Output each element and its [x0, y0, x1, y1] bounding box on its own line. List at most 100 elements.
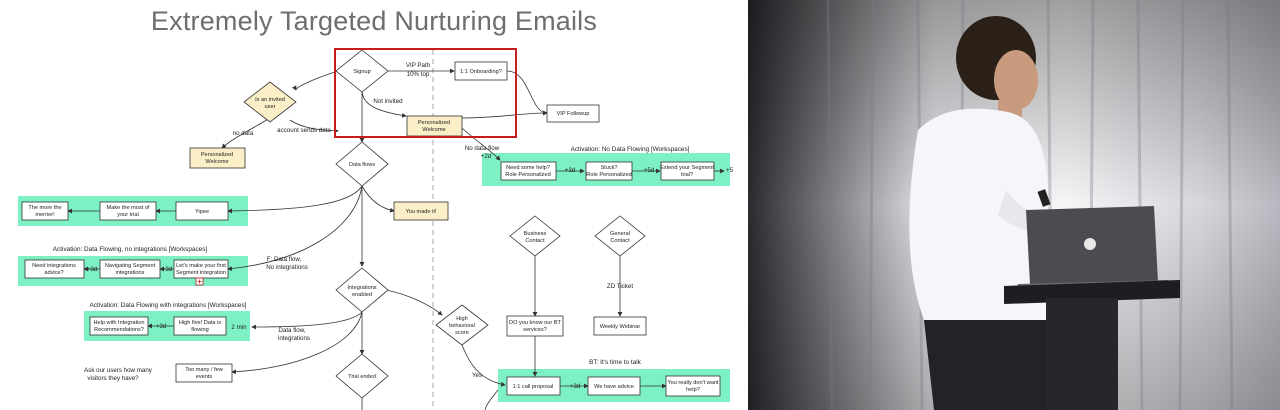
invited-text-2: user: [265, 104, 276, 110]
weekly-webinar-box: [593, 316, 647, 336]
too-many-text-1: Too many / few: [185, 367, 224, 373]
invited-diamond: [243, 81, 297, 123]
band-title-with-integrations: Activation: Data Flowing with integratio…: [90, 302, 247, 309]
personalized-welcome-box: [189, 147, 246, 169]
onboarding-text: 1:1 Onboarding?: [460, 69, 502, 75]
boxes: [21, 61, 721, 397]
really-dont-text-2: help?: [686, 387, 700, 393]
vip-path-label-2: 10% top: [407, 71, 430, 78]
navigating-box: [99, 259, 161, 279]
integrations-enabled-diamond: [335, 267, 389, 313]
delay-label-3d-a: +3d: [565, 167, 576, 174]
invited-text-1: Is an invited: [255, 97, 285, 103]
band-title-bt: BT: It's time to talk: [589, 359, 641, 366]
zd-ticket-label: ZD Ticket: [607, 283, 633, 290]
need-help-text-1: Need some help?: [506, 165, 550, 171]
high-five-text-1: High five! Data is: [179, 320, 221, 326]
highlight-frame: [334, 48, 517, 138]
high-score-text-1: High: [456, 316, 468, 322]
weekly-webinar-text: Weekly Webinar: [600, 324, 641, 330]
welcome-text-1: Personalized: [418, 120, 450, 126]
need-int-text-2: advice?: [44, 270, 63, 276]
delay-label-5d: +5d: [644, 167, 655, 174]
not-invited-label: Not invited: [373, 98, 403, 105]
stuck-text-1: Stuck?: [600, 165, 617, 171]
data-flow-int-label-1: Data flow,: [278, 327, 305, 334]
stuck-text-2: Role Personalized: [586, 172, 631, 178]
call-proposal-text: 1:1 call proposal: [513, 384, 554, 390]
do-you-know-box: [506, 315, 564, 337]
ask-users-label-1: Ask our users how many: [84, 367, 153, 374]
lets-make-text-1: Let's make your first: [176, 263, 226, 269]
stage-photo: [748, 0, 1280, 410]
delay-label-3d-c: +3d: [162, 266, 173, 273]
int-enabled-text-1: Integrations: [347, 285, 376, 291]
help-int-text-2: Recommendations?: [94, 327, 144, 333]
nav-seg-text-2: integrations: [116, 270, 145, 276]
onboarding-box: [454, 61, 508, 81]
presenter: [909, 16, 1058, 410]
really-dont-box: [665, 375, 721, 397]
business-text-2: Contact: [525, 238, 545, 244]
trial-ended-diamond: [335, 353, 389, 399]
delay-label-3d-b: +3d: [87, 266, 98, 273]
presentation-slide: Extremely Targeted Nurturing Emails Acti…: [0, 0, 748, 410]
delay-label-3d-e: +3d: [570, 383, 581, 390]
welcome-box: [406, 115, 463, 137]
podium: [1004, 280, 1180, 410]
signup-diamond: [335, 49, 389, 93]
nav-seg-text-1: Navigating Segment: [105, 263, 156, 269]
f-data-flow-label-1: F: Data flow,: [267, 256, 302, 263]
ask-users-label-2: visitors they have?: [87, 375, 139, 382]
general-text-2: Contact: [610, 238, 630, 244]
we-have-advice-box: [587, 376, 641, 396]
delay-label-3d-d: +3d: [156, 323, 167, 330]
yes-label: Yes: [472, 372, 482, 379]
band-title-no-data: Activation: No Data Flowing [Workspaces]: [571, 146, 690, 153]
high-five-text-2: flowing: [191, 327, 208, 333]
really-dont-text-1: You really don't want: [667, 380, 719, 386]
int-enabled-text-2: enabled: [352, 292, 372, 298]
lets-make-text-2: Segment integration: [176, 270, 226, 276]
no-data-label: no data: [233, 130, 254, 137]
you-made-it-text: You made it!: [406, 209, 437, 215]
laptop: [1014, 206, 1172, 294]
band-title-no-integrations: Activation: Data Flowing, no integration…: [53, 246, 208, 253]
delay-label-5: +5: [726, 167, 734, 174]
general-text-1: General: [610, 231, 630, 237]
do-you-know-text-2: services?: [523, 327, 547, 333]
business-contact-diamond: [509, 215, 561, 257]
edges: [67, 68, 725, 410]
vip-followup-box: [546, 104, 600, 123]
welcome-text-2: Welcome: [422, 127, 445, 133]
data-flows-diamond: [335, 141, 389, 187]
high-score-diamond: [435, 304, 489, 346]
need-int-text-1: Need integrations: [32, 263, 76, 269]
data-flow-int-label-2: integrations: [278, 335, 310, 342]
vip-followup-text: VIP Followup: [557, 111, 590, 117]
need-integrations-box: [24, 259, 85, 279]
the-more-text-1: The more the: [28, 205, 61, 211]
no-data-flow-label-1: No data flow: [465, 145, 500, 152]
call-proposal-box: [506, 376, 561, 396]
flowchart: Activation: No Data Flowing [Workspaces]…: [18, 48, 734, 410]
signup-text: Signup: [353, 69, 370, 75]
high-score-text-2: behavioral: [449, 323, 475, 329]
laptop-logo-icon: [1084, 238, 1096, 250]
business-text-1: Business: [524, 231, 547, 237]
you-made-it-box: [393, 201, 449, 221]
yipee-text: Yipee: [195, 209, 209, 215]
we-have-advice-text: We have advice: [594, 384, 634, 390]
high-five-box: [173, 316, 227, 336]
general-contact-diamond: [594, 215, 646, 257]
extend-trial-box: [660, 161, 715, 181]
help-int-text-1: Help with Integration: [94, 320, 145, 326]
extend-text-2: trial?: [681, 172, 693, 178]
too-many-text-2: events: [196, 374, 213, 380]
extend-text-1: Extend your Segment: [660, 165, 714, 171]
pwelcome-text-1: Personalized: [201, 152, 233, 158]
the-more-box: [21, 201, 69, 221]
high-score-text-3: score: [455, 330, 469, 336]
help-integration-box: [89, 316, 149, 336]
